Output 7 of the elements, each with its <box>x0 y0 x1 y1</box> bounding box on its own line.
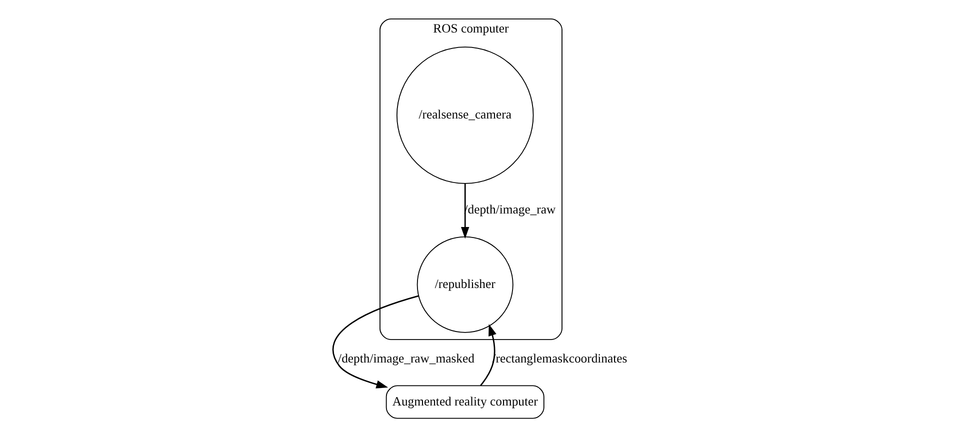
arrow <box>460 184 470 239</box>
edge-label: /depth/image_raw_masked <box>338 351 474 366</box>
node-circle: /republisher <box>416 236 514 333</box>
arrow <box>332 295 419 388</box>
arrow <box>480 324 496 386</box>
node-box: Augmented reality computer <box>386 385 544 419</box>
node-circle: /realsense_camera <box>396 46 534 184</box>
